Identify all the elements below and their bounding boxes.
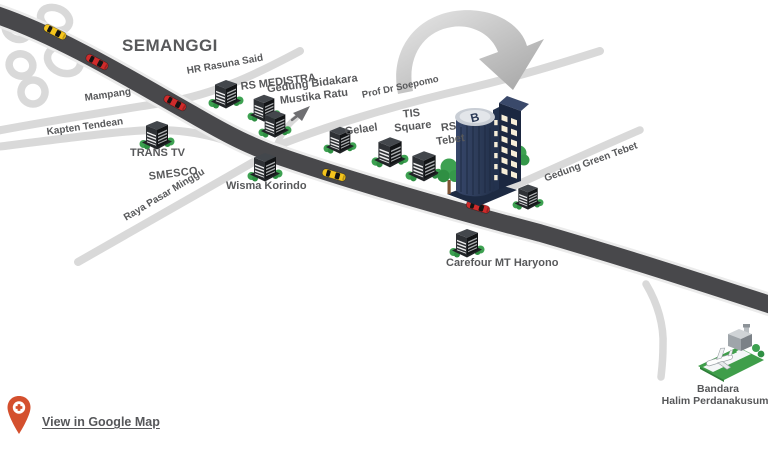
place-label-bandara-halim: Bandara Halim Perdanakusuma: [654, 383, 768, 408]
building-rs-tebet: [405, 151, 443, 182]
building-carefour-mt-haryono: [449, 229, 485, 258]
direction-arrow-icon: [396, 10, 544, 94]
destination-building: B: [437, 96, 530, 206]
region-label-semanggi: SEMANGGI: [122, 36, 218, 55]
road-airport-branch: [642, 280, 667, 381]
main-toll-road: [0, 3, 768, 317]
place-label-bandara-line2: Halim Perdanakusuma: [661, 395, 768, 408]
road-raya-pasar-minggu: [74, 152, 268, 266]
building-trans-tv: [139, 121, 175, 150]
map-pin-icon[interactable]: [6, 395, 32, 437]
place-label-carefour-mt-haryono: Carefour MT Haryono: [446, 257, 559, 269]
destination-logo: B: [469, 110, 481, 126]
place-label-tis-square: TIS Square: [390, 106, 434, 136]
footer-link-row: View in Google Map: [6, 395, 160, 437]
ramp-arrow-icon: [290, 106, 310, 122]
place-label-rs-tebet: RS Tebet: [428, 118, 471, 149]
place-label-bandara-line1: Bandara: [696, 383, 739, 395]
google-map-link[interactable]: View in Google Map: [42, 415, 160, 429]
place-label-trans-tv: TRANS TV: [130, 147, 185, 159]
terminal-building-icon: [728, 324, 752, 351]
place-label-wisma-korindo: Wisma Korindo: [226, 180, 307, 192]
building-tis-square: [371, 137, 409, 168]
road-prof-dr-soepomo: [268, 47, 604, 152]
plane-icon: [706, 347, 734, 370]
airport-icon: [698, 324, 765, 382]
